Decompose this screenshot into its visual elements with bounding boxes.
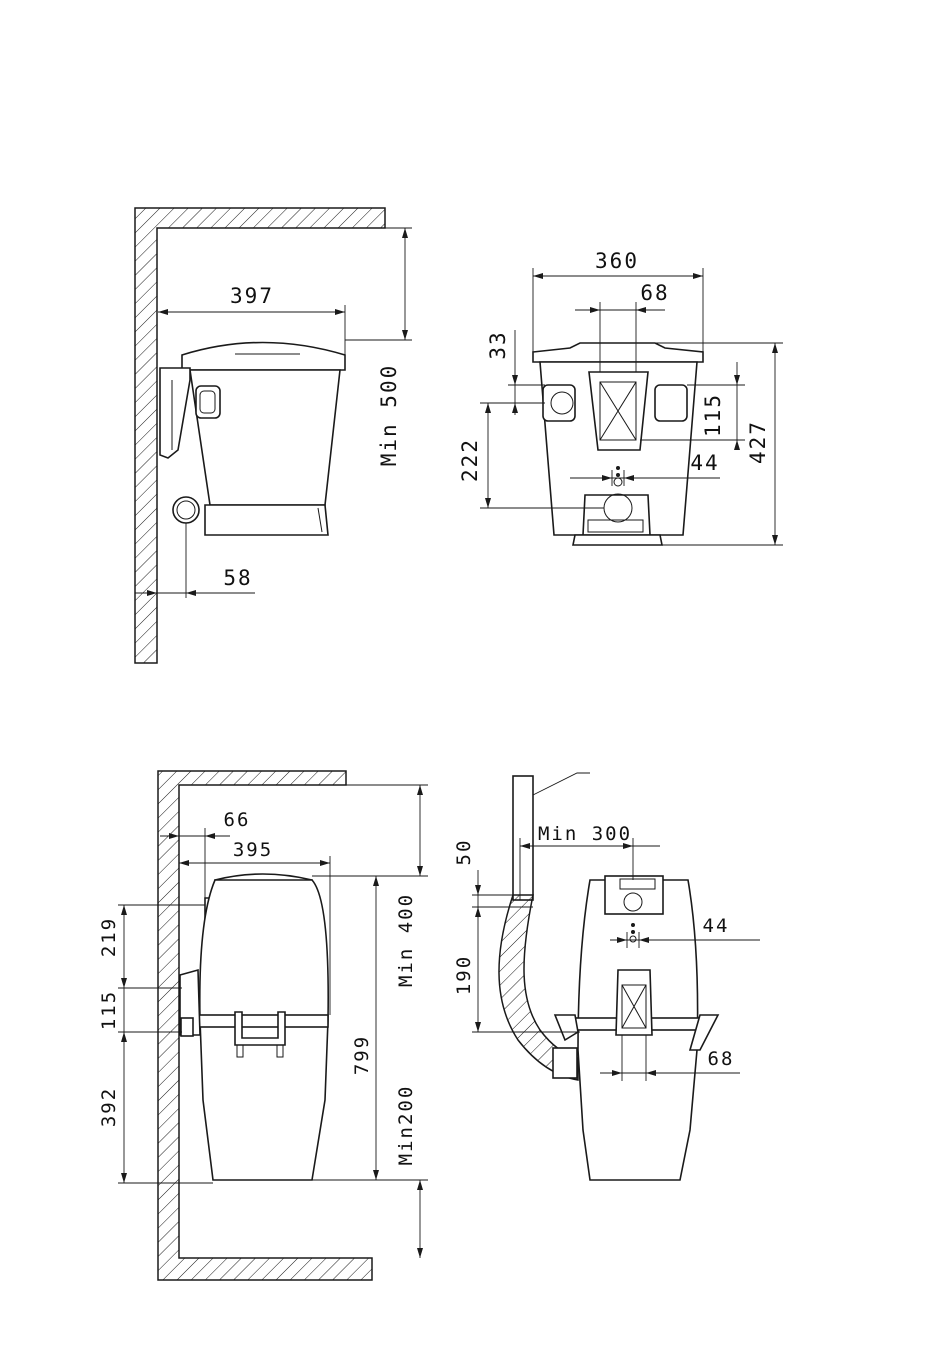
dim-115-top: 115 <box>701 393 725 437</box>
dim-190: 190 <box>453 955 475 995</box>
dim-min-400: Min 400 <box>395 893 417 987</box>
dim-min-300: Min 300 <box>538 823 632 845</box>
view-bottom-right: Min 300 50 190 44 68 <box>453 773 760 1180</box>
dim-397: 397 <box>230 284 274 308</box>
dim-219: 219 <box>98 917 120 957</box>
dim-58: 58 <box>223 566 252 590</box>
dim-min200: Min200 <box>395 1085 417 1166</box>
dim-427: 427 <box>746 420 770 464</box>
dim-68-bottom: 68 <box>708 1048 735 1070</box>
dim-115-bottom: 115 <box>98 990 120 1030</box>
dim-395: 395 <box>233 839 273 861</box>
dim-360: 360 <box>595 249 639 273</box>
dim-50: 50 <box>453 839 475 866</box>
vacuum-unit-side <box>160 343 345 536</box>
view-top-right: 360 68 33 222 115 427 <box>458 249 783 545</box>
vacuum-unit-tall-front <box>555 876 718 1180</box>
vacuum-unit-front <box>533 343 703 545</box>
view-bottom-left: 66 395 Min 400 799 Min200 <box>98 771 428 1280</box>
dim-33: 33 <box>486 330 510 359</box>
dim-799: 799 <box>351 1035 373 1075</box>
dim-68-top: 68 <box>640 281 669 305</box>
view-top-left: 397 Min 500 58 <box>135 208 412 663</box>
dim-392: 392 <box>98 1087 120 1127</box>
dim-44-bottom: 44 <box>703 915 730 937</box>
dim-222: 222 <box>458 438 482 482</box>
dim-44-top: 44 <box>690 451 719 475</box>
vacuum-unit-tall-side <box>180 874 328 1180</box>
dim-min-500: Min 500 <box>377 364 401 467</box>
dim-66: 66 <box>224 809 251 831</box>
